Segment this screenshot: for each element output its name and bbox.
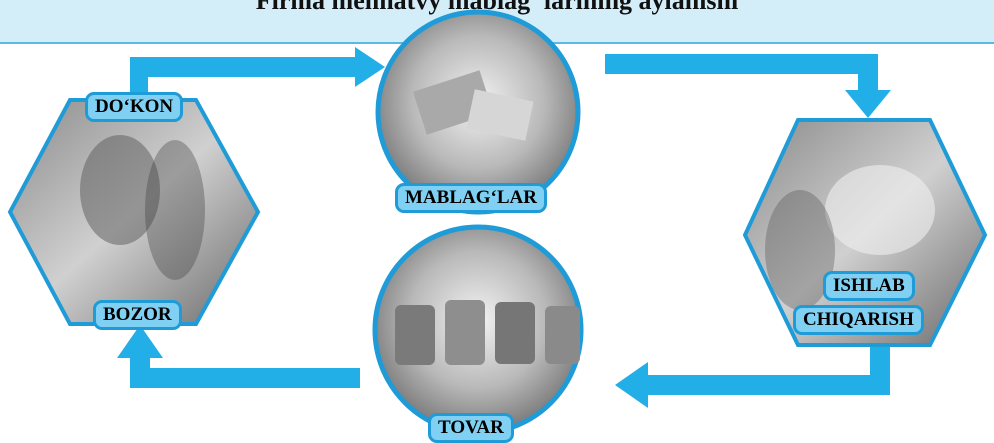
production-hexagon [742, 118, 988, 347]
diagram-title: Firma mehnatvy mablag' larining aylanish… [255, 0, 739, 15]
money-photo-circle [375, 9, 581, 215]
label-dokon: DO‘KON [85, 92, 184, 122]
arrow-dokon-to-mablaglar [130, 47, 385, 97]
label-ishlab: ISHLAB [823, 271, 915, 301]
arrow-tovar-to-bozor [117, 325, 360, 388]
label-bozor: BOZOR [93, 300, 182, 330]
goods-photo-circle [372, 224, 584, 436]
arrow-mablaglar-to-ishlab [605, 54, 891, 118]
label-tovar: TOVAR [428, 413, 514, 443]
shop-market-hexagon [7, 98, 261, 326]
label-mablaglar: MABLAG‘LAR [395, 183, 547, 213]
label-chiqarish: CHIQARISH [793, 305, 924, 335]
